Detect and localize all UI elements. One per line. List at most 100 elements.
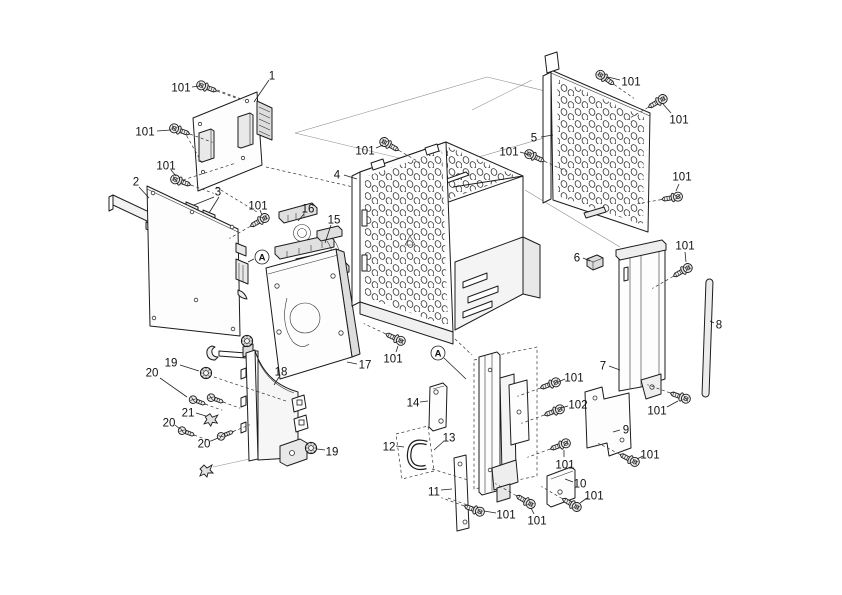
callout-leader	[440, 488, 453, 491]
view-marker-leader	[247, 258, 255, 263]
part-21-clip	[203, 412, 220, 428]
callout-label-101: 101	[584, 490, 603, 502]
callout-leader	[612, 429, 621, 433]
part-18-support-bracket	[206, 343, 309, 467]
screw-fit-line	[194, 434, 212, 442]
callout-label-101: 101	[383, 353, 402, 365]
callout-label-101: 101	[135, 126, 154, 138]
callout-label-101: 101	[672, 171, 691, 183]
screw-fit-line	[441, 497, 465, 507]
callout-label-18: 18	[275, 366, 288, 378]
part-4-controller-cage	[351, 141, 541, 345]
screw-fit-line	[541, 486, 563, 499]
alignment-line	[471, 79, 533, 111]
part-17-hard-disk	[265, 248, 361, 380]
part-11-strip	[453, 454, 470, 532]
view-marker-leader	[443, 357, 467, 380]
screw-fit-line	[647, 384, 671, 394]
callout-leader	[540, 134, 554, 138]
callout-leader	[138, 186, 150, 199]
fasteners	[167, 68, 695, 518]
fit-line	[265, 166, 354, 188]
callout-label-3: 3	[215, 186, 221, 198]
screw-fit-line	[205, 403, 223, 411]
callout-leader	[253, 79, 270, 103]
screw-20	[176, 425, 197, 440]
callout-leader	[579, 497, 588, 504]
screw-20	[215, 427, 235, 442]
callout-leader	[560, 405, 569, 409]
callout-leader	[316, 448, 326, 451]
view-marker-circle	[254, 249, 270, 265]
callout-label-101: 101	[621, 76, 640, 88]
callout-label-7: 7	[600, 360, 606, 372]
screw-fit-line	[544, 161, 567, 172]
callout-label-101: 101	[156, 160, 175, 172]
screw-fit-line	[517, 387, 541, 397]
callout-leader	[395, 345, 399, 353]
callout-label-14: 14	[407, 397, 420, 409]
callout-leader	[210, 437, 219, 442]
callout-leader	[557, 378, 566, 383]
screw-101	[660, 190, 684, 205]
screw-19	[199, 366, 213, 380]
callout-label-15: 15	[328, 214, 341, 226]
callout-label-101: 101	[499, 146, 518, 158]
callout-label-17: 17	[359, 359, 372, 371]
callout-leader	[179, 364, 200, 372]
screw-20	[187, 394, 208, 409]
alignment-line	[524, 189, 621, 248]
screw-fit-line	[229, 226, 251, 239]
callout-label-101: 101	[640, 449, 659, 461]
view-marker-label: A	[435, 348, 442, 359]
part-1-controller-board	[182, 87, 273, 192]
callout-leader	[324, 224, 332, 244]
screw-fit-line	[521, 414, 545, 424]
screw-101	[383, 329, 408, 348]
screw-fit-line	[190, 184, 214, 194]
clip-lower	[199, 464, 214, 478]
view-marker-circle	[430, 345, 446, 361]
callout-label-16: 16	[302, 203, 315, 215]
callout-leader	[208, 196, 220, 214]
screw-fit-line	[223, 401, 241, 409]
callout-leader	[519, 151, 528, 155]
part-5-perforated-plate	[542, 51, 651, 233]
screw-fit-line	[527, 448, 551, 458]
callout-leader	[395, 445, 405, 448]
fit-line	[213, 376, 287, 402]
callout-label-12: 12	[383, 441, 396, 453]
callout-leader	[346, 361, 358, 365]
callout-label-19: 19	[165, 357, 178, 369]
callout-label-101: 101	[248, 200, 267, 212]
screw-102	[542, 403, 567, 420]
fit-line	[454, 338, 473, 356]
callout-label-13: 13	[443, 432, 456, 444]
part-6-spacer-block	[586, 254, 604, 271]
screw-fit-line	[189, 133, 213, 143]
callout-label-101: 101	[355, 145, 374, 157]
screw-101	[538, 376, 563, 393]
callout-leader	[170, 169, 177, 177]
screw-101	[194, 79, 219, 96]
screw-101	[168, 173, 193, 190]
callout-label-20: 20	[146, 367, 159, 379]
callout-leader	[607, 76, 621, 81]
screw-101	[167, 122, 192, 139]
callout-leader	[343, 174, 358, 180]
screw-fit-line	[216, 90, 240, 100]
callout-leader	[608, 365, 621, 371]
callout-label-102: 102	[568, 399, 587, 411]
view-marker-label: A	[259, 252, 266, 263]
callout-leader	[156, 129, 172, 132]
callout-label-8: 8	[716, 319, 722, 331]
part-13-clip	[406, 439, 428, 471]
part-10-small-plate	[546, 466, 576, 508]
callout-leader	[193, 196, 215, 206]
screw-fit-line	[232, 424, 250, 432]
screw-fit-line	[598, 442, 620, 455]
callout-label-21: 21	[182, 407, 195, 419]
part-14-guide-bracket	[428, 382, 448, 432]
